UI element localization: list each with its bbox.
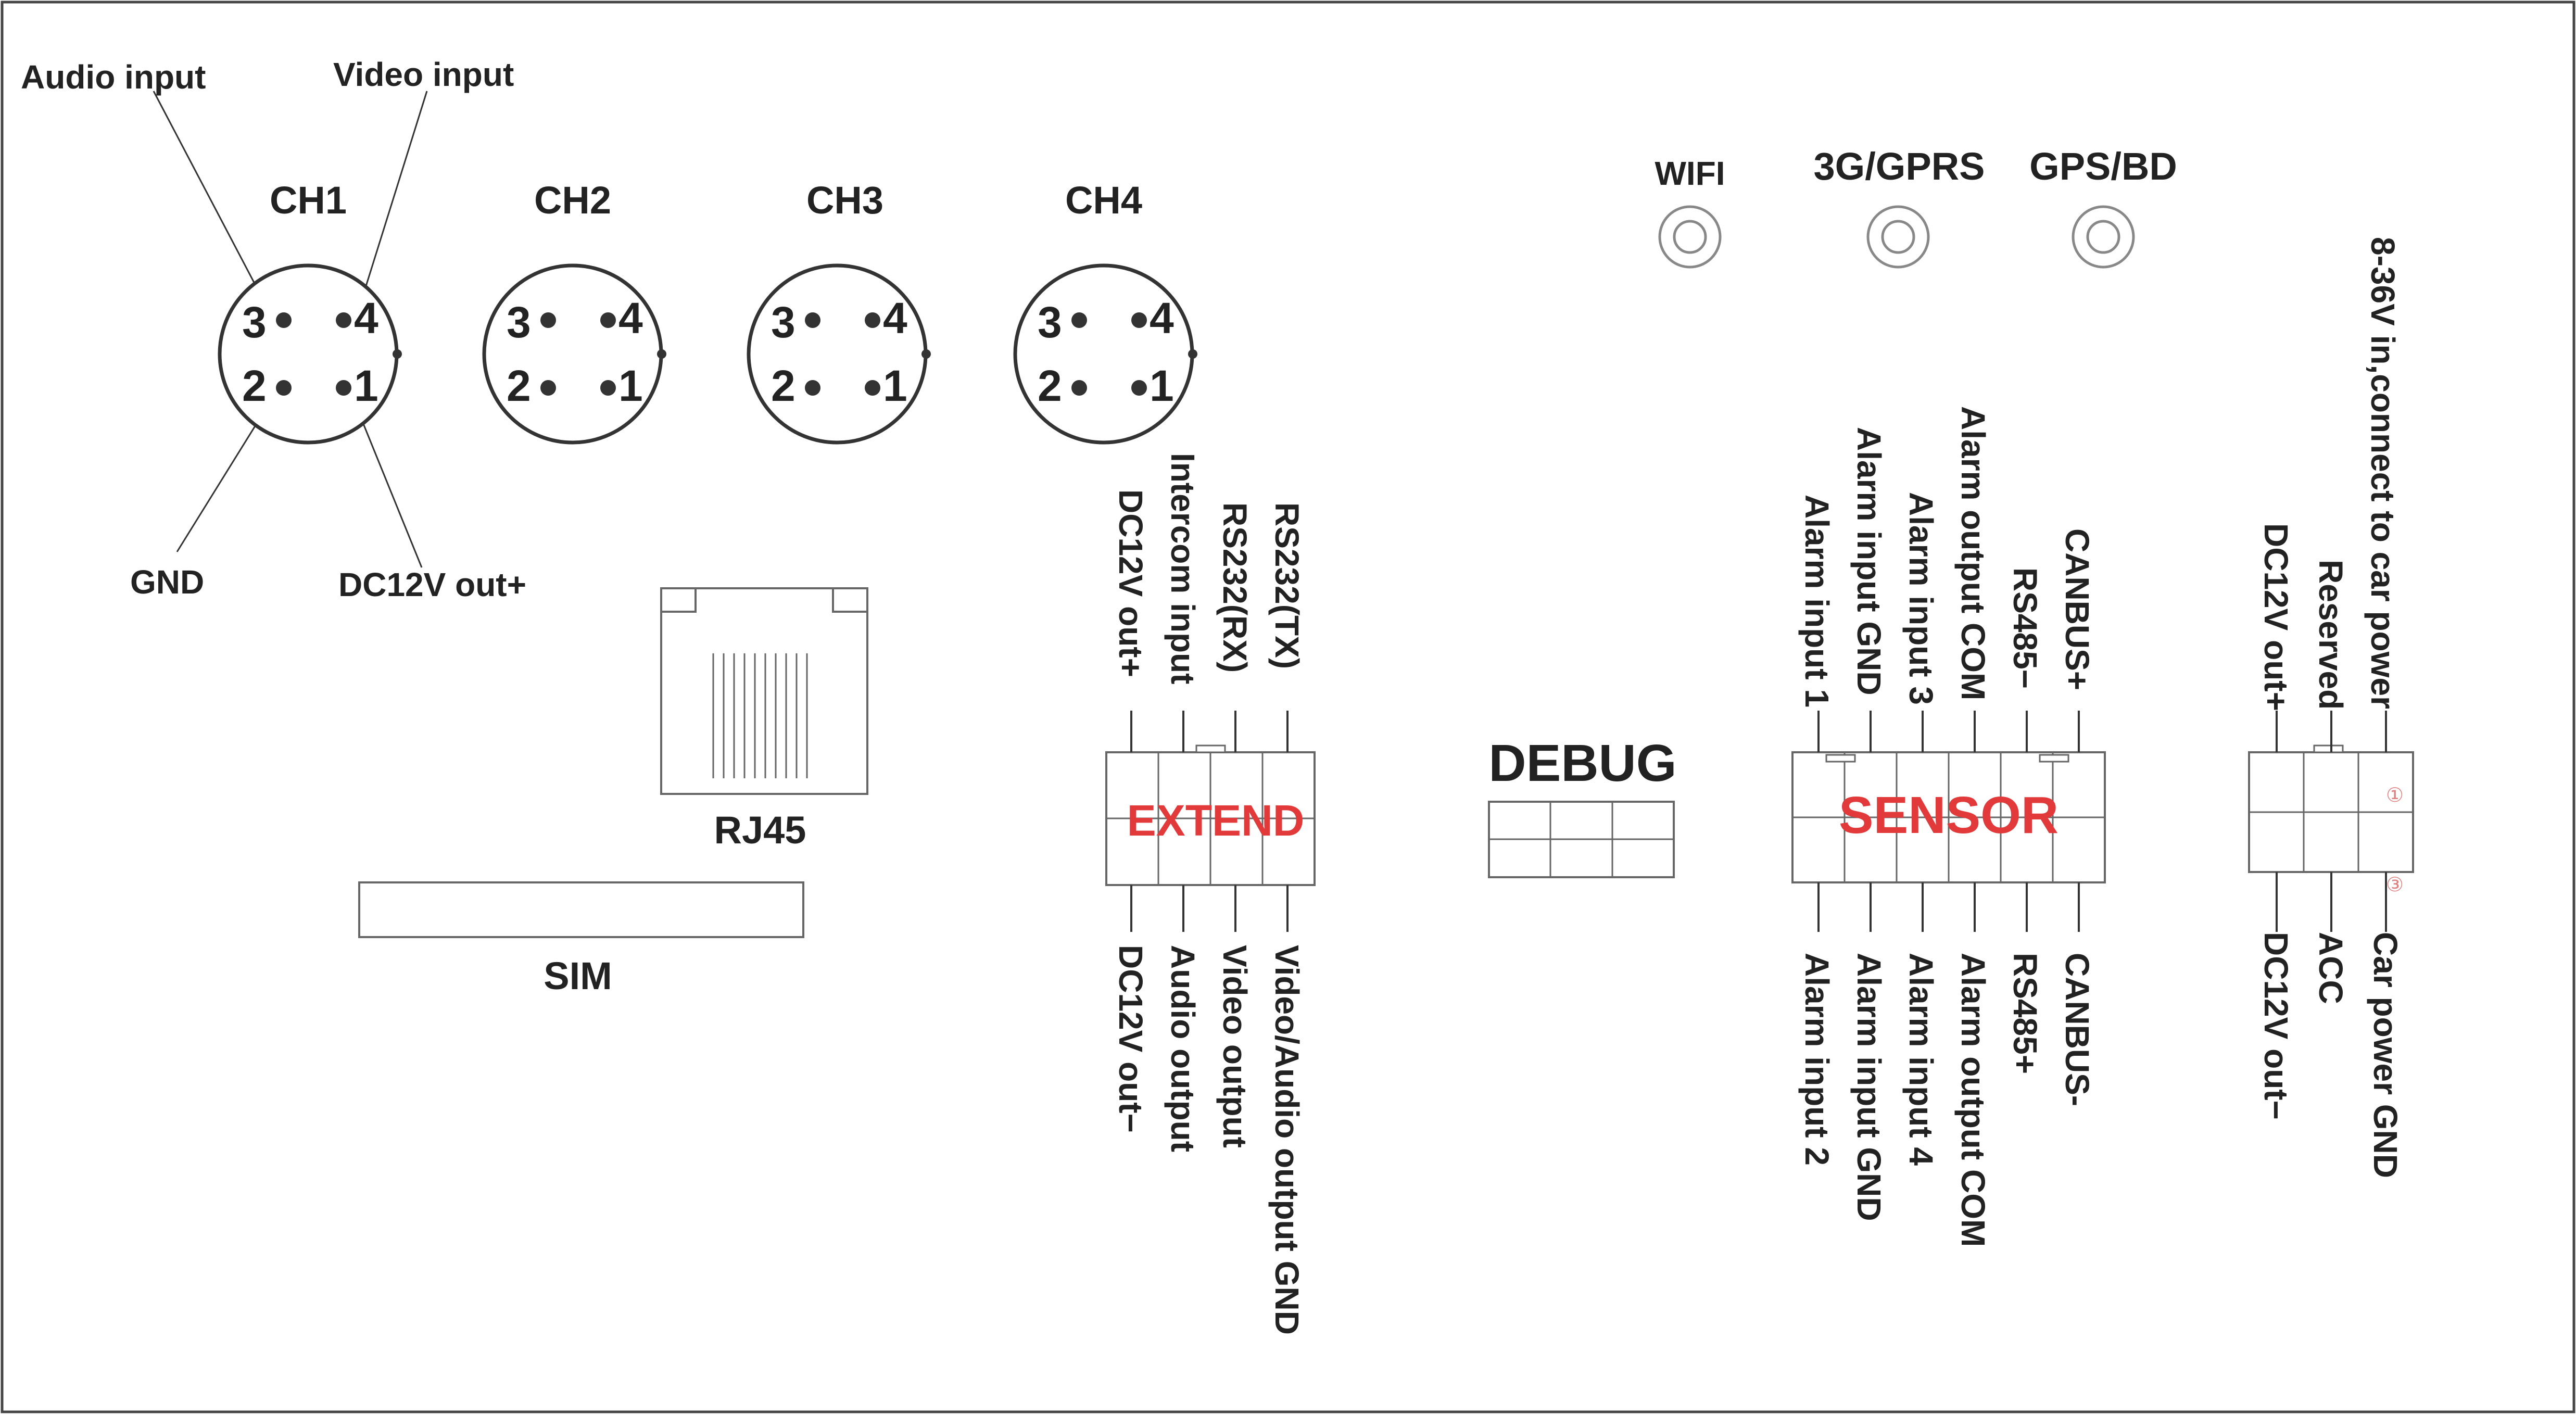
pin-label: 1 <box>618 361 643 410</box>
pin-label: 3 <box>507 298 531 347</box>
sensor-top-pin-label: Alarm input 3 <box>1902 492 1940 705</box>
antenna-label: WIFI <box>1655 155 1725 192</box>
extend-connector: EXTEND DC12V out+ Intercom input RS232(R… <box>1105 453 1316 1335</box>
sensor-bottom-pin-label: CANBUS- <box>2059 953 2096 1106</box>
power-top-pin-label: DC12V out+ <box>2257 523 2295 711</box>
power-connector: ① ③ DC12V out+ Reserved 8-36V in,connect… <box>2248 237 2414 1178</box>
sensor-connector: SENSOR Alarm input 1 Alarm input GND Ala… <box>1791 406 2106 1247</box>
power-top-pin-label: Reserved <box>2312 560 2350 710</box>
power-pin-mark: ③ <box>2386 874 2404 896</box>
sim-slot: SIM <box>358 881 804 997</box>
power-top-pin-label: 8-36V in,connect to car power <box>2364 237 2402 709</box>
antenna-label: GPS/BD <box>2029 145 2177 188</box>
pin-label: 4 <box>1150 294 1174 343</box>
extend-top-pin-label: RS232(TX) <box>1268 502 1306 669</box>
sim-label: SIM <box>544 954 612 997</box>
pin-label: 1 <box>883 361 907 410</box>
sensor-top-pin-label: Alarm input GND <box>1850 427 1888 696</box>
antenna-gps-bd: GPS/BD <box>2029 145 2177 269</box>
rj45-label: RJ45 <box>714 808 806 852</box>
sensor-bottom-pin-label: Alarm input GND <box>1850 953 1888 1221</box>
pin-label: 2 <box>771 361 795 410</box>
sensor-bottom-pin-label: RS485+ <box>2006 953 2044 1074</box>
extend-bottom-pin-label: Audio output <box>1164 945 1202 1152</box>
antenna-label: 3G/GPRS <box>1814 145 1985 188</box>
rj45-port: RJ45 <box>660 587 868 852</box>
pin-label: 1 <box>354 361 378 410</box>
pin-label: 2 <box>507 361 531 410</box>
sensor-top-pin-label: Alarm output COM <box>1954 406 1992 700</box>
camera-connector-ch4: CH4 3 4 2 1 <box>1013 179 1197 445</box>
channel-label: CH1 <box>270 179 347 222</box>
channel-label: CH4 <box>1065 179 1142 222</box>
sensor-bottom-pin-label: Alarm input 2 <box>1798 953 1836 1166</box>
power-bottom-pin-label: Car power GND <box>2367 932 2404 1178</box>
extend-top-pin-label: RS232(RX) <box>1216 502 1254 673</box>
antenna-3g-gprs: 3G/GPRS <box>1814 145 1985 269</box>
antenna-wifi: WIFI <box>1655 155 1725 269</box>
extend-top-pin-label: Intercom input <box>1164 453 1202 684</box>
sensor-bottom-pin-label: Alarm input 4 <box>1902 953 1940 1166</box>
pin-label: 3 <box>1038 298 1062 347</box>
sensor-top-pin-label: Alarm input 1 <box>1798 495 1836 708</box>
pin-label: 2 <box>242 361 267 410</box>
power-bottom-pin-label: DC12V out− <box>2257 932 2295 1120</box>
video-input-callout: Video input <box>333 56 514 93</box>
channel-label: CH2 <box>534 179 611 222</box>
camera-connector-ch2: CH2 3 4 2 1 <box>482 179 666 445</box>
extend-bottom-pin-label: DC12V out− <box>1112 945 1150 1133</box>
sensor-top-pin-label: RS485− <box>2006 567 2044 689</box>
dc12v-out-callout: DC12V out+ <box>338 566 526 603</box>
camera-connector-ch1: CH1 3 4 2 1 <box>218 179 402 445</box>
debug-title: DEBUG <box>1488 734 1676 792</box>
pin-label: 4 <box>883 294 907 343</box>
pin-label: 2 <box>1038 361 1062 410</box>
pin-label: 3 <box>242 298 267 347</box>
pin-label: 4 <box>354 294 378 343</box>
audio-input-callout: Audio input <box>21 58 206 96</box>
debug-connector: DEBUG <box>1488 734 1677 878</box>
camera-connector-ch3: CH3 3 4 2 1 <box>747 179 931 445</box>
sensor-title: SENSOR <box>1839 786 2059 844</box>
gnd-callout: GND <box>130 563 204 601</box>
extend-bottom-pin-label: Video output <box>1216 945 1254 1148</box>
extend-top-pin-label: DC12V out+ <box>1112 489 1150 677</box>
channel-label: CH3 <box>806 179 883 222</box>
power-bottom-pin-label: ACC <box>2312 932 2350 1004</box>
extend-title: EXTEND <box>1127 796 1305 845</box>
sensor-top-pin-label: CANBUS+ <box>2059 528 2096 690</box>
pin-label: 3 <box>771 298 795 347</box>
pin-label: 1 <box>1150 361 1174 410</box>
power-pin-mark: ① <box>2386 785 2404 806</box>
pin-label: 4 <box>618 294 643 343</box>
extend-bottom-pin-label: Video/Audio output GND <box>1268 945 1306 1335</box>
sensor-bottom-pin-label: Alarm output COM <box>1954 953 1992 1247</box>
